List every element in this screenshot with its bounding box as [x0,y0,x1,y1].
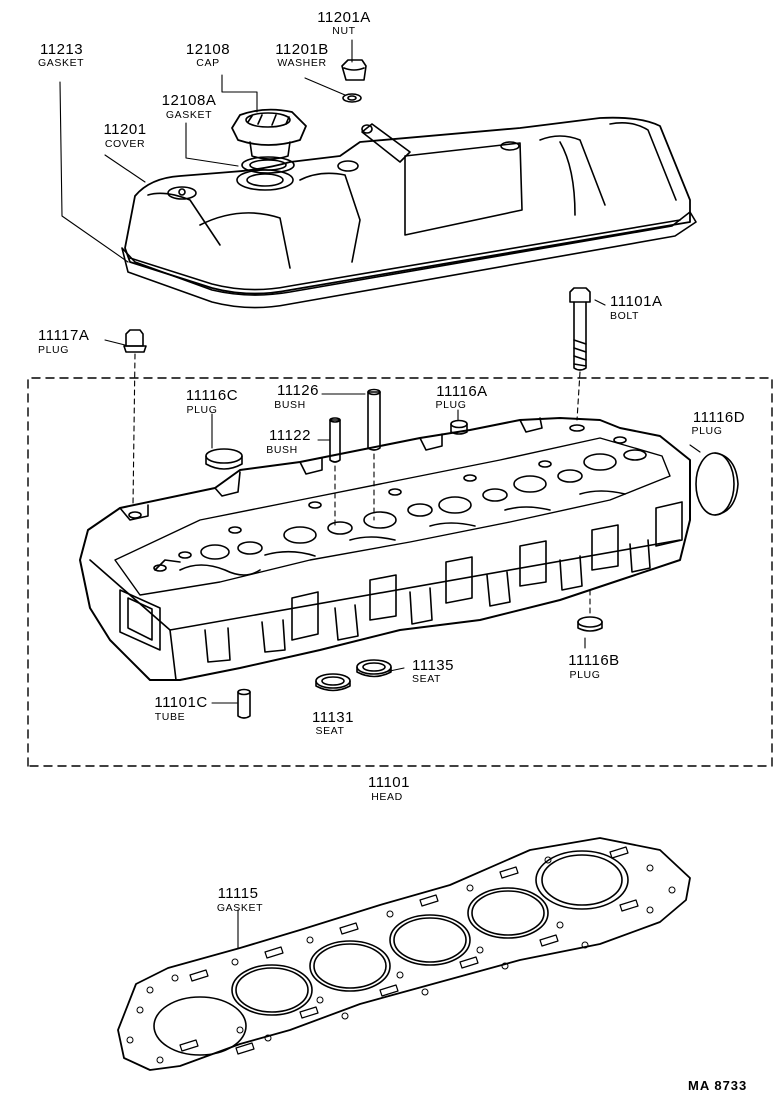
leader-lines [59,39,701,949]
part-number-11116c: 11116C [185,387,239,404]
part-name-plug-11116d: PLUG [691,425,723,437]
part-name-washer: WASHER [277,57,327,69]
part-name-tube: TUBE [154,711,186,723]
valve-cover [121,116,697,309]
cylinder-head [79,417,691,681]
part-name-bolt: BOLT [610,310,640,322]
part-name-bush-11122: BUSH [266,444,298,456]
head-bolt [569,287,591,421]
part-name-gasket-cover: GASKET [38,57,85,69]
part-number-11115: 11115 [217,885,259,902]
plug-11117a [123,329,147,506]
part-number-11201: 11201 [103,121,147,138]
part-name-bush-11126: BUSH [274,399,306,411]
part-name-plug-11116b: PLUG [569,669,601,681]
part-name-seat-11131: SEAT [315,725,345,737]
part-number-12108: 12108 [185,41,231,58]
part-name-plug-11117a: PLUG [38,344,69,356]
part-number-11101c: 11101C [154,694,208,711]
plug-11116b [577,589,603,632]
head-assembly-frame [27,377,773,767]
part-number-12108a: 12108A [161,92,217,109]
part-number-11122: 11122 [269,427,311,444]
valve-seats-on-head [153,436,647,576]
part-number-11101a: 11101A [610,293,663,310]
part-name-head: HEAD [371,791,403,803]
nut-and-washer [341,59,367,103]
part-number-11201a: 11201A [317,9,371,26]
head-feet [204,539,651,663]
part-number-11213: 11213 [40,41,84,58]
bushes [329,388,381,529]
plug-11116d [695,452,739,516]
part-name-head-gasket: GASKET [216,902,264,914]
head-gasket [117,837,691,1071]
drawing-code: MA 8733 [688,1078,748,1093]
part-name-nut: NUT [332,25,356,37]
part-number-11116d: 11116D [692,409,746,426]
tube [237,688,251,719]
part-name-plug-11116c: PLUG [186,404,218,416]
part-name-cover: COVER [104,138,146,150]
part-number-11117a: 11117A [38,327,90,344]
part-number-11101: 11101 [368,774,410,791]
part-name-plug-11116a: PLUG [435,399,467,411]
part-number-11116b: 11116B [568,652,620,669]
valve-seats [315,659,392,692]
part-number-11126: 11126 [277,382,319,399]
part-name-cap: CAP [196,57,220,69]
part-name-cap-gasket: GASKET [165,109,213,121]
part-number-11131: 11131 [312,709,354,726]
plug-11116c [205,448,243,470]
plug-11116a [450,419,468,435]
oil-filler-cap [231,108,307,174]
part-name-seat-11135: SEAT [412,673,442,685]
part-number-11201b: 11201B [275,41,329,58]
part-number-11116a: 11116A [436,383,488,400]
side-ports [291,501,683,641]
part-number-11135: 11135 [412,657,454,674]
